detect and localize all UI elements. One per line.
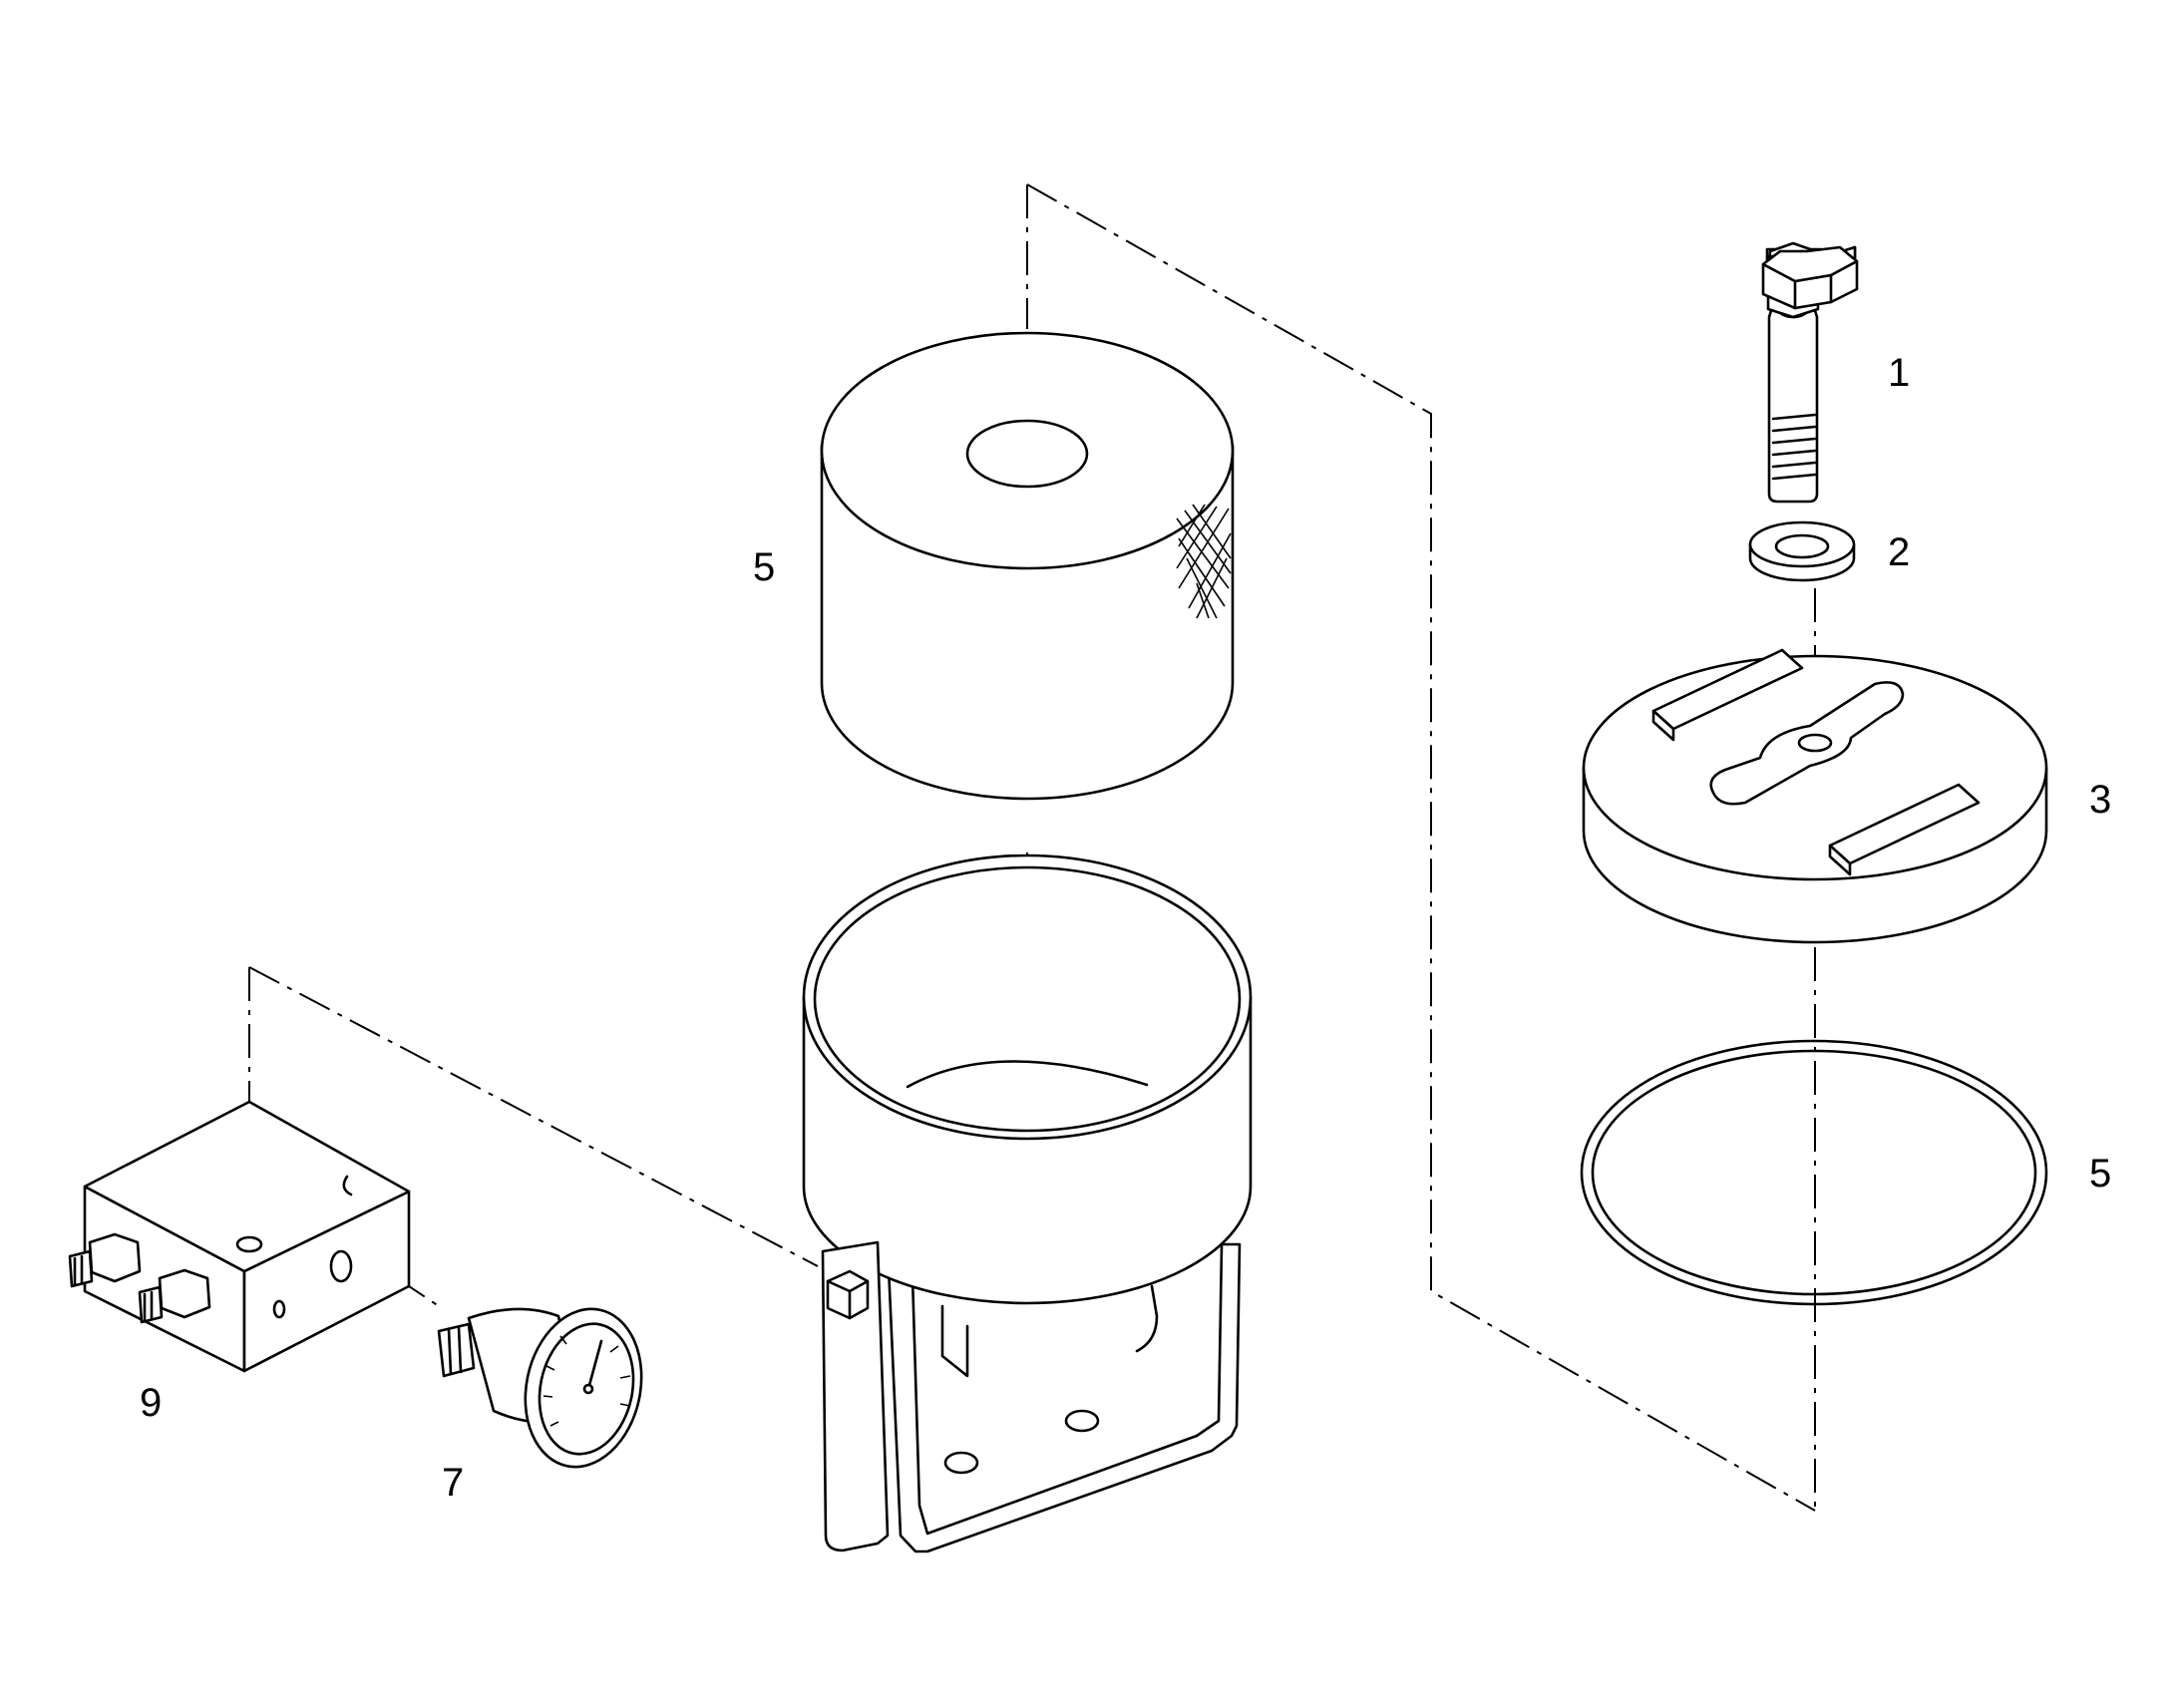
hex-bolt	[1761, 241, 1859, 504]
seal-ring	[1580, 1039, 2048, 1306]
callout-bolt: 1	[1888, 351, 1910, 395]
valve-fitting-lower	[138, 1268, 211, 1324]
cover-plate	[1582, 648, 2048, 944]
washer	[1748, 520, 1856, 582]
bracket-hex-nut	[826, 1269, 870, 1320]
callout-filter-element: 5	[753, 545, 775, 589]
callout-valve-block: 9	[140, 1381, 162, 1425]
pressure-gauge	[437, 1307, 643, 1469]
valve-fitting-upper	[68, 1232, 142, 1288]
callout-washer: 2	[1888, 530, 1910, 574]
filter-element	[820, 331, 1235, 801]
callout-seal-ring: 5	[2089, 1152, 2111, 1196]
filter-mesh	[1176, 504, 1232, 619]
callout-cover: 3	[2089, 778, 2111, 822]
valve-block	[68, 1100, 411, 1373]
callout-labels: 1 2 3 5 5 7 9	[140, 351, 2111, 1505]
housing-bowl	[802, 854, 1253, 1553]
callout-gauge: 7	[442, 1461, 464, 1505]
